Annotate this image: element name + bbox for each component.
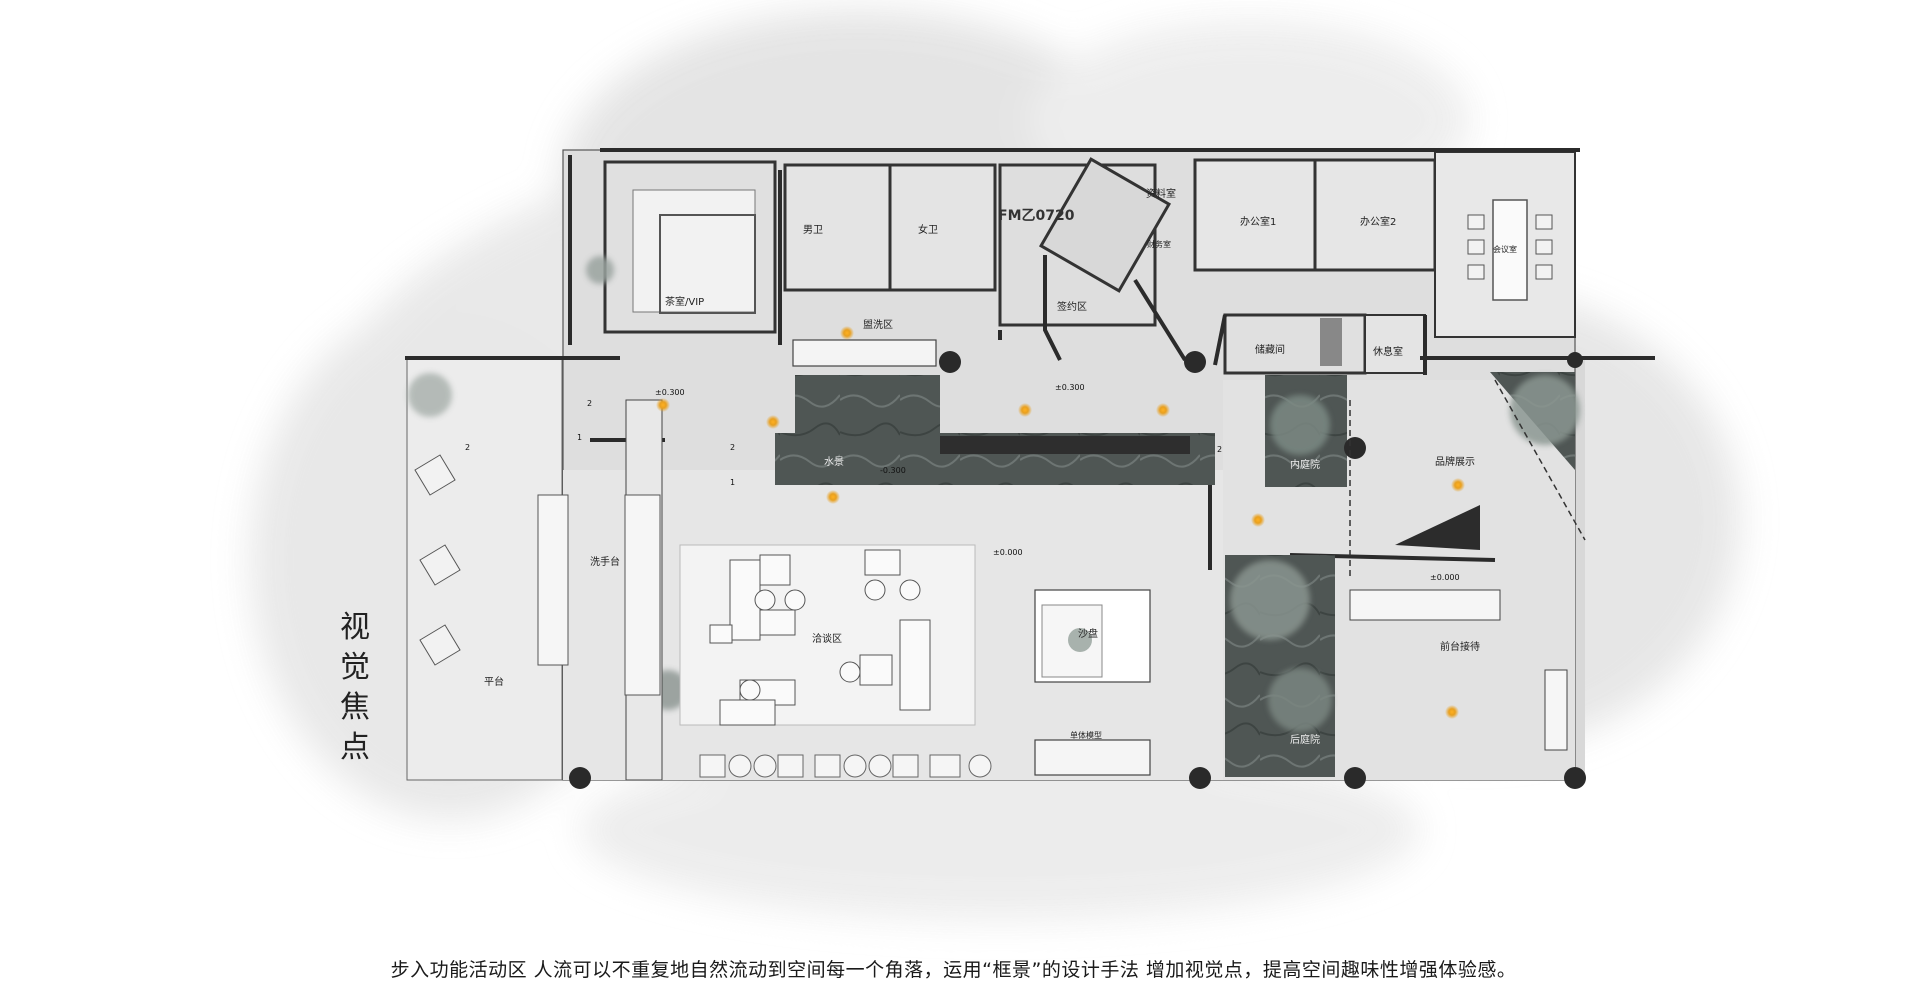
label-signing: 签约区 bbox=[1057, 300, 1087, 313]
elevation-mark: ±0.000 bbox=[1430, 573, 1460, 582]
label-unit-model: 单体模型 bbox=[1070, 730, 1102, 740]
water-scene-marble bbox=[775, 372, 1575, 777]
label-negotiation: 洽谈区 bbox=[812, 632, 842, 645]
label-washstand: 洗手台 bbox=[590, 555, 620, 568]
focus-point bbox=[826, 490, 840, 504]
wash-counter bbox=[537, 339, 937, 781]
vertical-title-char: 觉 bbox=[340, 650, 370, 685]
terrace-right-strip bbox=[1575, 357, 1585, 777]
focus-point bbox=[1018, 403, 1032, 417]
label-wash-area: 盥洗区 bbox=[863, 319, 893, 331]
elevation-mark: -0.300 bbox=[880, 466, 906, 475]
label-male-wc: 男卫 bbox=[803, 224, 823, 236]
dimension-mark: 2 bbox=[587, 399, 592, 408]
unit-model bbox=[1034, 739, 1151, 776]
door-code: FM乙0720 bbox=[998, 208, 1075, 224]
meeting-chairs bbox=[1467, 214, 1553, 280]
dimension-mark: 2 bbox=[730, 443, 735, 452]
label-office1: 办公室1 bbox=[1240, 215, 1276, 228]
reception-desk bbox=[1349, 589, 1568, 751]
focus-point bbox=[1451, 478, 1465, 492]
label-rear-courtyard: 后庭院 bbox=[1290, 733, 1320, 746]
courtyard-trees bbox=[408, 256, 1580, 732]
negotiation-area bbox=[679, 544, 976, 726]
label-lounge: 休息室 bbox=[1373, 345, 1403, 358]
top-rooms bbox=[603, 151, 1576, 375]
label-storage: 储藏间 bbox=[1255, 343, 1285, 356]
elevation-mark: ±0.300 bbox=[1055, 383, 1085, 392]
focus-point bbox=[656, 398, 670, 412]
focus-points bbox=[656, 326, 1465, 719]
label-terrace: 平台 bbox=[484, 675, 504, 688]
vertical-title-char: 视 bbox=[340, 610, 370, 645]
caption: 步入功能活动区 人流可以不重复地自然流动到空间每一个角落，运用“框景”的设计手法… bbox=[390, 959, 1517, 981]
label-meeting: 会议室 bbox=[1493, 244, 1517, 254]
label-brand-display: 品牌展示 bbox=[1435, 455, 1475, 468]
focus-point bbox=[1445, 705, 1459, 719]
dimension-mark: 1 bbox=[730, 478, 735, 487]
label-tea-vip: 茶室/VIP bbox=[665, 295, 704, 308]
focus-point bbox=[1251, 513, 1265, 527]
label-courtyard: 内庭院 bbox=[1290, 458, 1320, 471]
dimension-mark: 2 bbox=[1217, 445, 1222, 454]
label-water-scene: 水景 bbox=[824, 456, 844, 468]
elevation-marks: ±0.300 ±0.300 -0.300 ±0.000 ±0.000 bbox=[655, 383, 1460, 582]
label-female-wc: 女卫 bbox=[918, 223, 938, 236]
front-seating bbox=[699, 754, 992, 778]
dimension-mark: 1 bbox=[577, 433, 582, 442]
focus-point bbox=[1156, 403, 1170, 417]
vertical-title-char: 焦 bbox=[340, 690, 370, 725]
label-sand-table: 沙盘 bbox=[1078, 627, 1098, 640]
elevation-mark: ±0.000 bbox=[993, 548, 1023, 557]
sand-table bbox=[1034, 589, 1151, 683]
dimension-mark: 2 bbox=[465, 443, 470, 452]
room-labels: 茶室/VIP 男卫 女卫 盥洗区 资料室 财务室 签约区 办公室1 办公室2 会… bbox=[484, 187, 1517, 746]
vertical-title-char: 点 bbox=[340, 730, 370, 765]
elevation-mark: ±0.300 bbox=[655, 388, 685, 397]
label-finance: 财务室 bbox=[1147, 239, 1171, 249]
label-archive: 资料室 bbox=[1146, 187, 1176, 200]
terrace-chairs bbox=[414, 454, 461, 666]
vertical-title: 视 觉 焦 点 bbox=[335, 608, 375, 768]
circulation-path bbox=[1349, 379, 1586, 580]
label-reception: 前台接待 bbox=[1440, 640, 1480, 653]
label-office2: 办公室2 bbox=[1360, 215, 1396, 228]
focus-point bbox=[766, 415, 780, 429]
focus-point bbox=[840, 326, 854, 340]
dimension-marks: 2 2 2 2 1 1 bbox=[465, 399, 1222, 487]
